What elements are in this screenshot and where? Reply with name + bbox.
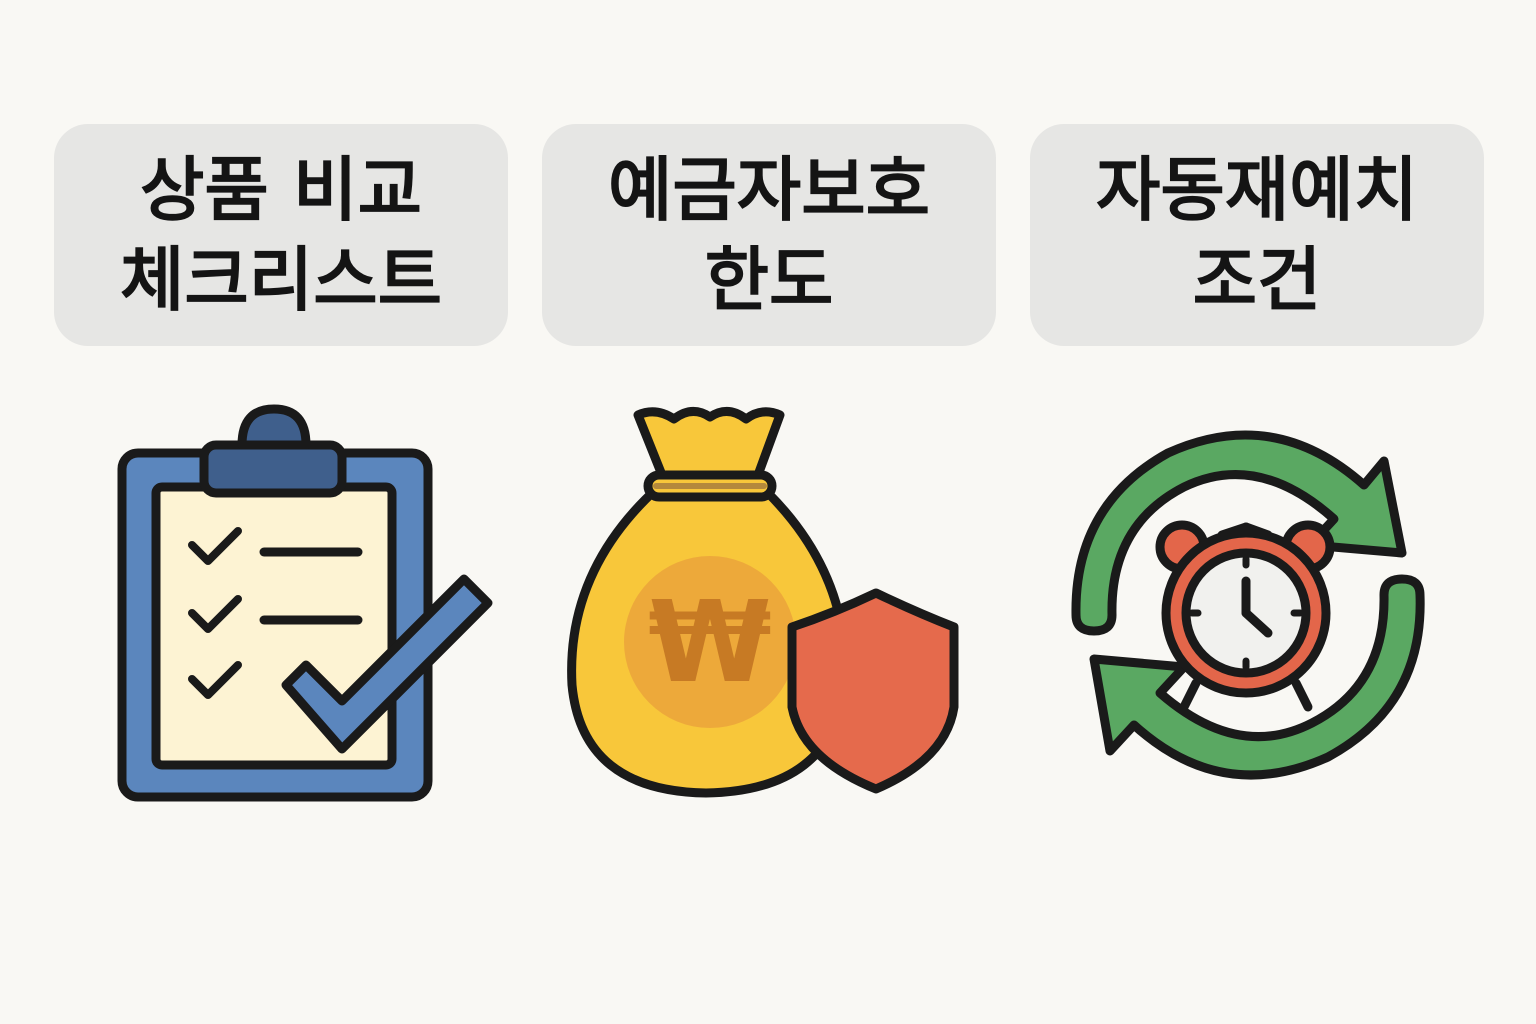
label-box-auto-renewal: 자동재예치 조건 (1030, 124, 1484, 346)
won-symbol: ₩ (648, 578, 772, 708)
label-title-line2: 조건 (1192, 239, 1322, 321)
label-box-deposit-protection: 예금자보호 한도 (542, 124, 996, 346)
label-title-line1: 상품 비교 (140, 149, 422, 231)
clipboard-checklist-icon (117, 404, 493, 802)
money-bag-shield-icon: ₩ (567, 407, 959, 798)
label-title-line1: 자동재예치 (1096, 149, 1418, 231)
label-box-product-comparison: 상품 비교 체크리스트 (54, 124, 508, 346)
alarm-clock-renew-icon (1071, 430, 1425, 780)
label-title-line2: 한도 (704, 239, 834, 321)
label-title-line1: 예금자보호 (608, 149, 930, 231)
label-title-line2: 체크리스트 (120, 239, 442, 321)
